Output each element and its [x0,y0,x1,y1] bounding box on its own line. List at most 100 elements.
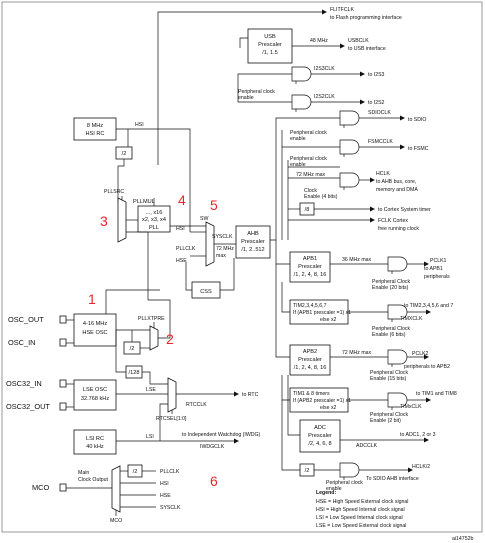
rtcsel-label: RTCSEL[1:0] [156,416,187,422]
usbclk-label: USBCLK [348,38,369,44]
pllxtpre-label: PLLXTPRE [138,316,165,322]
apb2-max: 72 MHz max [342,350,372,356]
sysmax-2: max [216,253,226,259]
sw-hse-label: HSE [176,258,187,264]
legend: Legend: HSE = High Speed External clock … [316,490,408,529]
hclk-desc-2: memory and DMA [376,187,418,193]
hse-osc-section: OSC_OUT OSC_IN 4-16 MHz HSE OSC /2 PLLXT… [8,289,171,373]
sdio-enable-1: Peripheral clock [290,130,327,136]
mco-mux-label: MCO [110,518,122,524]
legend-item: HSI = High Speed Internal clock signal [316,507,405,513]
apb1-box [289,251,331,283]
apb1-max: 36 MHz max [342,257,372,263]
pllclk-label: PLLCLK [176,246,196,252]
mco-hse: HSE [160,493,171,499]
lsi-rc-box [73,429,117,455]
i2s2clk-label: I2S2CLK [314,94,335,100]
rtcsel-mux [167,377,177,413]
apb2-line2: Prescaler [298,357,322,363]
sw-mux-shape [205,221,215,267]
sw-mux: SW SYSCLK 72 MHz max [190,216,236,267]
rtc-section: /128 OSC32_IN OSC32_OUT LSE OSC 32.768 k… [6,365,259,422]
hsi-rc-line2: HSI RC [86,131,105,137]
usb-line2: Prescaler [258,42,282,48]
apb2-line3: /1, 2, 4, 8, 16 [294,365,327,371]
lse-osc-box [73,379,117,411]
tim1-line3: else x2 [320,405,337,411]
mco-label-1: Main [78,470,89,476]
lse-osc-line1: LSE OSC [83,387,107,393]
adc-line3: /2, 4, 6, 8 [308,441,331,447]
tim2-line3: else x2 [320,317,337,323]
rtc-desc: to RTC [242,392,259,398]
pllmul-title: PLLMUL [133,199,155,205]
sysclk-label: SYSCLK [212,234,233,240]
osc-in-pin [59,338,67,347]
osc-in-label: OSC_IN [8,338,36,347]
fsmcclk-label: FSMCCLK [368,139,393,145]
sw-hsi-label: HSI [176,226,185,232]
tim1-desc: to TIM1 and TIM8 [416,391,457,397]
hsi-signal-label: HSI [135,122,144,128]
usb-freq: 48 MHz [310,38,328,44]
tim2-line2: If (APB1 prescaler =1) x1 [293,310,351,316]
div128-text: /128 [129,370,140,376]
mco-label-2: Clock Output [78,477,109,483]
fclk-1: FCLK Cortex [378,218,408,224]
ahb-line1: AHB [247,231,259,237]
apb1-line3: /1, 2, 4, 8, 16 [294,272,327,278]
systick-path: /8 to Cortex System timer [288,202,431,216]
systimer-desc: to Cortex System timer [378,207,431,213]
adc-section: ADC Prescaler /2, 4, 6, 8 ADCCLK to ADC1… [287,375,436,453]
marker-4: 4 [178,192,186,208]
pll-labels: PLLCLK HSI HSE [176,226,196,264]
sdio-ahb-desc: To SDIO AHB interface [366,476,419,482]
marker-5: 5 [210,197,218,213]
pclk1-label: PCLK1 [430,258,447,264]
div2d-text: /2 [305,468,310,474]
marker-3: 3 [100,213,108,229]
ahb-line3: /1, 2..512 [241,247,264,253]
usb-line1: USB [264,34,276,40]
flitfclk-label: FLITFCLK [330,7,354,13]
i2s3-desc: to I2S3 [368,72,385,78]
ahb-prescaler: AHB Prescaler /1, 2..512 [235,225,271,259]
i2s-enable-2: enable [238,95,254,101]
osc32-out-pin [59,402,67,411]
pce15-2: Enable (15 bits) [370,376,407,382]
apb1-line1: APB1 [303,256,317,262]
iwdg-desc: to Independent Watchdog (IWDG) [182,432,261,438]
osc-out-label: OSC_OUT [8,315,44,324]
sdio-desc: to SDIO [408,117,426,123]
pce6-1: Peripheral Clock [372,326,410,332]
osc32-in-pin [59,379,67,388]
lsi-rc-line1: LSI RC [86,436,104,442]
apb1-section: APB1 Prescaler /1, 2, 4, 8, 16 36 MHz ma… [275,240,450,291]
sysmax-1: 72 MHz [216,246,234,252]
div8-text: /8 [305,207,310,213]
apb2-line1: APB2 [303,349,317,355]
hsi-rc-block: 8 MHz HSI RC HSI /2 [73,117,191,232]
flitfclk-path: FLITFCLK to Flash programming interface [157,7,402,165]
tim2-box [289,299,349,325]
pllmul-line1: ..., x16 [146,210,163,216]
fsmc-desc: to FSMC [408,146,429,152]
mco-mux [111,465,121,513]
pce15-1: Peripheral Clock [370,370,408,376]
mco-pllclk: PLLCLK [160,469,180,475]
div2c-text: /2 [133,469,138,475]
lse-osc-line2: 32.768 kHz [81,396,109,402]
ahb-enable-2: enable [326,486,342,492]
tim1-section: TIM1 & 8 timers If (APB2 prescaler =1) x… [281,375,457,424]
mco-hsi: HSI [160,481,169,487]
pce2-2: Enable (2 bit) [370,418,401,424]
legend-item: LSI = Low Speed Internal clock signal [316,515,403,521]
i2s3clk-label: I2S3CLK [314,66,335,72]
i2s2-desc: to I2S2 [368,100,385,106]
timxclk2-label: TIMxCLK [400,404,422,410]
pllsrc-mux [117,197,127,243]
i2s-enable-1: Peripheral clock [238,89,275,95]
sdio-enable-2: enable [290,136,306,142]
ahb-bus-lines [270,117,340,241]
